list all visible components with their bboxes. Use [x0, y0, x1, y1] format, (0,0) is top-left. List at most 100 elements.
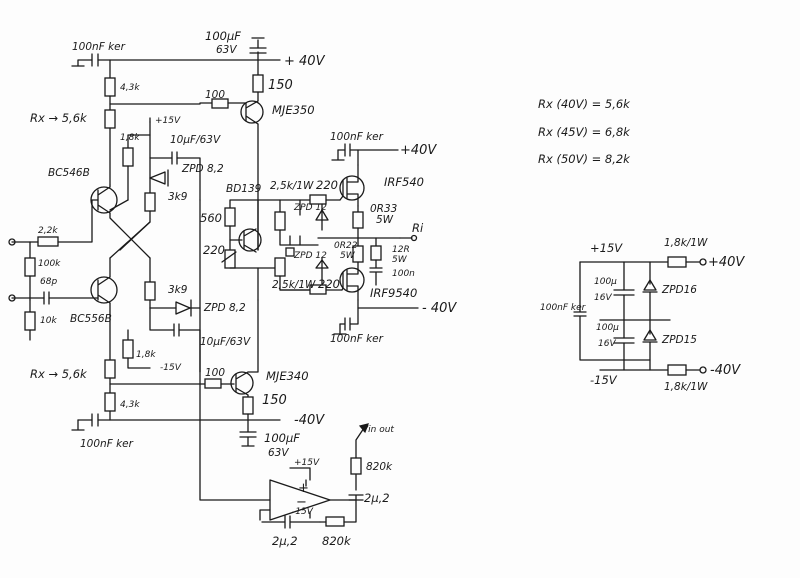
- transistor-irf540: [339, 175, 365, 201]
- cap-100nf-out-bot: [339, 307, 359, 331]
- rx-note-40v: Rx (40V) = 5,6k: [538, 97, 631, 111]
- label-q-bc546: BC546B: [48, 167, 90, 179]
- psu-label-c-ker: 100nF ker: [540, 303, 587, 313]
- label-r-0r22-w: 5W: [340, 251, 356, 261]
- resistor-12r: [370, 245, 382, 261]
- resistor-0r33: [352, 211, 364, 229]
- resistor-2k2: [37, 236, 59, 247]
- psu-label-plus15: +15V: [590, 241, 623, 255]
- resistor-4k3-bot: [104, 392, 116, 412]
- label-output: Ri: [412, 221, 424, 235]
- label-r-25k-top: 2,5k/1W: [270, 180, 314, 192]
- label-r-3k9-top: 3k9: [168, 191, 188, 203]
- resistor-1k8-top: [122, 147, 134, 167]
- label-r-820k-bot: 820k: [322, 534, 352, 548]
- label-rail-out-top: +40V: [400, 143, 437, 158]
- label-r-220-vbe: 220: [203, 243, 225, 257]
- label-r-10k: 10k: [40, 316, 57, 326]
- label-zpd-top: ZPD 8,2: [181, 163, 224, 175]
- psu-label-c1-voltage: 16V: [594, 293, 612, 303]
- psu-label-out-top: +40V: [708, 255, 745, 270]
- transistor-bc556b: [90, 276, 118, 304]
- resistor-3k9-bot: [144, 281, 156, 301]
- input-terminal-top: [8, 238, 16, 246]
- resistor-820k-bot: [325, 516, 345, 527]
- label-c-100n: 100n: [392, 269, 415, 279]
- transistor-mje350: [240, 100, 264, 124]
- label-zpd12-bot: ZPD 12: [293, 251, 327, 261]
- label-minus15-bot: -15V: [160, 363, 182, 373]
- label-r-25k-bot: 2,5k/1W: [272, 279, 316, 291]
- label-q-bc556: BC556B: [70, 313, 112, 325]
- resistor-2k5-bot: [274, 257, 286, 277]
- transistor-mje340: [230, 371, 254, 395]
- resistor-100k: [24, 257, 36, 277]
- label-servo-in: Vin out: [362, 425, 394, 435]
- resistor-560: [224, 207, 236, 227]
- label-r-mje340-base: 100: [205, 367, 225, 379]
- label-cap-bot-left: 100nF ker: [80, 438, 134, 450]
- label-r-12r-w: 5W: [392, 255, 408, 265]
- resistor-1k8-bot: [122, 339, 134, 359]
- label-servo-plus-sign: +: [298, 481, 309, 496]
- cap-100nf-psu: [573, 261, 651, 361]
- label-elko-bot-value: 100µF: [264, 431, 300, 445]
- label-rail-bot: -40V: [294, 413, 325, 428]
- psu-circuit: [573, 256, 707, 376]
- label-q-irf540: IRF540: [384, 175, 424, 189]
- cap-10uf-top: [171, 151, 178, 165]
- label-plus15-top: +15V: [155, 116, 181, 126]
- label-c-2u2-right: 2µ,2: [364, 491, 390, 505]
- cap-68p: [43, 291, 50, 305]
- transistor-bc546b: [90, 186, 118, 214]
- label-r-3k9-bot: 3k9: [168, 284, 188, 296]
- label-c-2u2-bot: 2µ,2: [272, 534, 298, 548]
- psu-out-top-terminal: [699, 258, 707, 266]
- label-c-68p: 68p: [40, 277, 57, 287]
- label-q-bd139: BD139: [226, 183, 262, 195]
- label-r-0r33: 0R33: [370, 203, 397, 215]
- zener-zpd82-bot: [175, 301, 191, 315]
- label-r-220-bot: 220: [318, 277, 340, 291]
- label-servo-plus15: +15V: [294, 458, 320, 468]
- cap-10uf-bot: [173, 323, 180, 337]
- label-r-mje350-emitter: 150: [268, 78, 293, 93]
- rx-note-50v: Rx (50V) = 8,2k: [538, 152, 631, 166]
- cap-100nf-out-top: [337, 143, 359, 157]
- input-terminal-bot: [8, 294, 16, 302]
- psu-label-r-top: 1,8k/1W: [664, 237, 708, 249]
- resistor-2k5-top: [274, 211, 286, 231]
- label-cap-10uf-top: 10µF/63V: [170, 134, 221, 146]
- zener-zpd82-top: [149, 171, 166, 185]
- label-cap-top-left: 100nF ker: [72, 41, 126, 53]
- rx-note-45v: Rx (45V) = 6,8k: [538, 125, 631, 139]
- label-r-22k: 2,2k: [38, 226, 58, 236]
- label-r-mje340-emitter: 150: [262, 393, 287, 408]
- label-r-mje350-base: 100: [205, 89, 225, 101]
- label-r-top-rx: Rx → 5,6k: [30, 111, 88, 125]
- label-elko-top-voltage: 63V: [216, 44, 237, 56]
- label-r-0r22: 0R22: [334, 241, 358, 251]
- elko-100u-top: [613, 289, 635, 296]
- resistor-rx-top: [104, 109, 116, 129]
- cap-100n-zobel: [369, 259, 383, 286]
- psu-label-zpd-bot: ZPD15: [661, 334, 697, 346]
- psu-labels: +15V 1,8k/1W +40V 100µ 16V 100nF ker ZPD…: [540, 237, 745, 393]
- psu-label-c2-value: 100µ: [596, 323, 619, 333]
- output-terminal: [410, 234, 418, 242]
- psu-label-c2-voltage: 16V: [598, 339, 616, 349]
- resistor-100-bot: [204, 378, 222, 389]
- transistor-bd139: [238, 228, 262, 252]
- psu-out-bot-terminal: [699, 366, 707, 374]
- servo-opamp: [269, 479, 331, 521]
- psu-label-minus15: -15V: [590, 373, 618, 387]
- resistor-4k3-top: [104, 77, 116, 97]
- psu-label-c1-value: 100µ: [594, 277, 617, 287]
- psu-label-out-bot: -40V: [710, 363, 741, 378]
- resistor-10k: [24, 311, 36, 331]
- label-zpd-bot: ZPD 8,2: [203, 302, 246, 314]
- label-rail-top: + 40V: [284, 54, 326, 69]
- elko-100u-bot: [613, 337, 635, 344]
- label-cap-out-bot: 100nF ker: [330, 333, 384, 345]
- label-servo-minus-sign: −: [296, 495, 307, 510]
